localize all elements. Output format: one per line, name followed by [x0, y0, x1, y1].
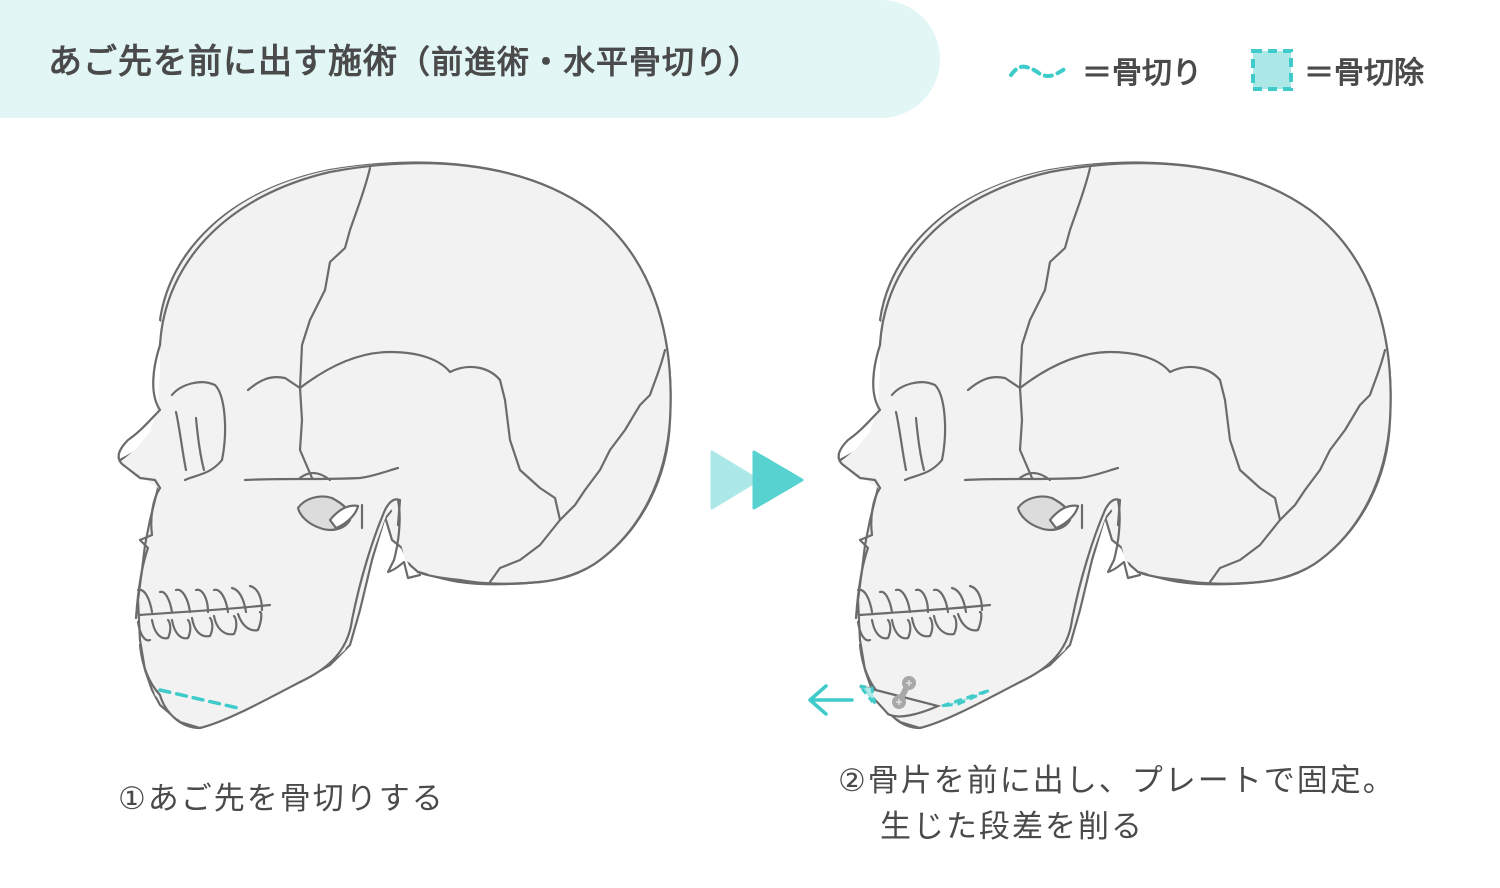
skull-before	[117, 161, 672, 730]
step-1-caption: ①あご先を骨切りする	[118, 776, 445, 822]
legend-label-ostectomy: ＝骨切除	[1304, 56, 1424, 91]
dashed-square-icon	[1251, 49, 1293, 91]
title-banner: あご先を前に出す施術（前進術・水平骨切り）	[0, 0, 940, 118]
step-2-text-line1: 骨片を前に出し、プレートで固定。	[867, 763, 1396, 799]
fixation-plate-icon	[892, 676, 916, 709]
title-subtitle: （前進術・水平骨切り）	[398, 43, 762, 81]
legend-label-osteotomy: ＝骨切り	[1082, 56, 1202, 91]
legend-osteotomy: ＝骨切り	[1008, 48, 1202, 92]
title-main: あご先を前に出す施術	[48, 42, 398, 82]
step-2-number: ②	[838, 763, 868, 799]
osteotomy-line	[158, 688, 240, 710]
skull-after	[837, 161, 1392, 730]
step-1-text: あご先を骨切りする	[147, 781, 445, 817]
legend-ostectomy: ＝骨切除	[1250, 48, 1424, 92]
step-2-text-line2: 生じた段差を削る	[880, 809, 1144, 845]
dashed-curve-icon	[1009, 64, 1070, 78]
step-2-caption: ②骨片を前に出し、プレートで固定。 生じた段差を削る	[838, 758, 1396, 850]
page-title: あご先を前に出す施術（前進術・水平骨切り）	[48, 34, 761, 83]
step-1-number: ①	[118, 781, 148, 817]
double-play-arrow-icon	[710, 450, 804, 510]
arrow-left-icon	[808, 684, 854, 716]
